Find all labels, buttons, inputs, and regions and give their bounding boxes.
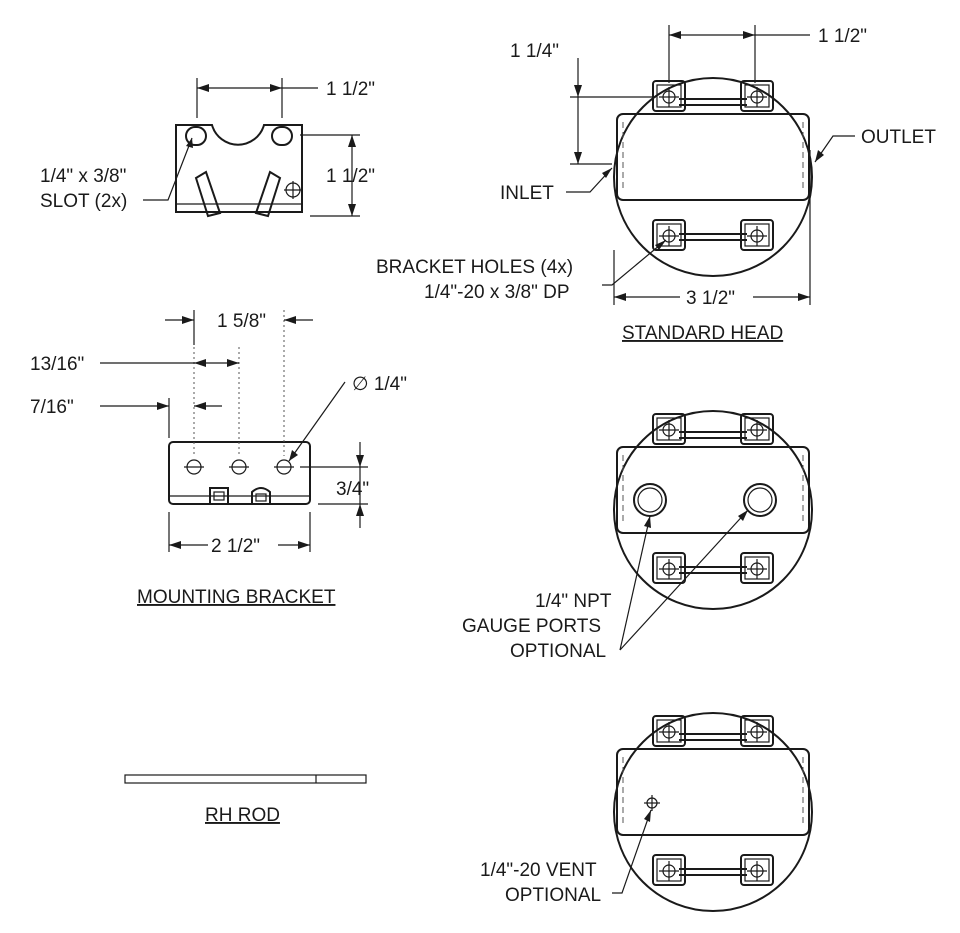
head-diameter-dim: 3 1/2" [686,288,735,309]
gauge-label-line2: GAUGE PORTS [462,616,601,637]
dim-7-16: 7/16" [30,397,74,418]
inlet-label: INLET [500,183,554,204]
bracket-top-height-dim: 1 1/2" [326,166,375,187]
gauge-label-line3: OPTIONAL [510,641,606,662]
mounting-bracket-title: MOUNTING BRACKET [137,587,336,608]
gauge-port-head-view: 1/4" NPT GAUGE PORTS OPTIONAL [462,411,812,662]
slot-right [271,126,293,146]
bracket-holes-line1: BRACKET HOLES (4x) [376,257,573,278]
rh-rod-title: RH ROD [205,805,280,826]
slot-label-line1: 1/4" x 3/8" [40,166,126,187]
bracket-holes-line2: 1/4"-20 x 3/8" DP [424,282,570,303]
gauge-port-right [743,483,777,517]
vent-label-line1: 1/4"-20 VENT [480,860,597,881]
hole-spacing-dim: 1 5/8" [217,311,266,332]
vent-label-line2: OPTIONAL [505,885,601,906]
gauge-label-line1: 1/4" NPT [535,591,612,612]
standard-head-view: 1 1/2" 1 1/4" OUTLET INLET BRACKET HOLES… [376,25,936,344]
slot-label-line2: SLOT (2x) [40,191,127,212]
head-offset-dim: 1 1/4" [510,41,559,62]
bracket-top-width-dim: 1 1/2" [326,79,375,100]
outlet-label: OUTLET [861,127,936,148]
bracket-height-dim: 3/4" [336,479,369,500]
vent-head-view: 1/4"-20 VENT OPTIONAL [480,713,812,911]
mounting-bracket-view: 1 5/8" 13/16" 7/16" ∅ 1/4" 3/4" 2 1/2" M… [30,310,407,608]
bracket-top-view: 1 1/2" 1 1/2" 1/4" x 3/8" SLOT (2x) [40,78,375,218]
slot-left [185,126,207,146]
standard-head-title: STANDARD HEAD [622,323,783,344]
bracket-width-dim: 2 1/2" [211,536,260,557]
rh-rod-view: RH ROD [124,774,367,826]
dim-13-16: 13/16" [30,354,84,375]
hole-diameter-dim: ∅ 1/4" [352,374,407,395]
head-width-dim: 1 1/2" [818,26,867,47]
gauge-port-left [633,483,667,517]
